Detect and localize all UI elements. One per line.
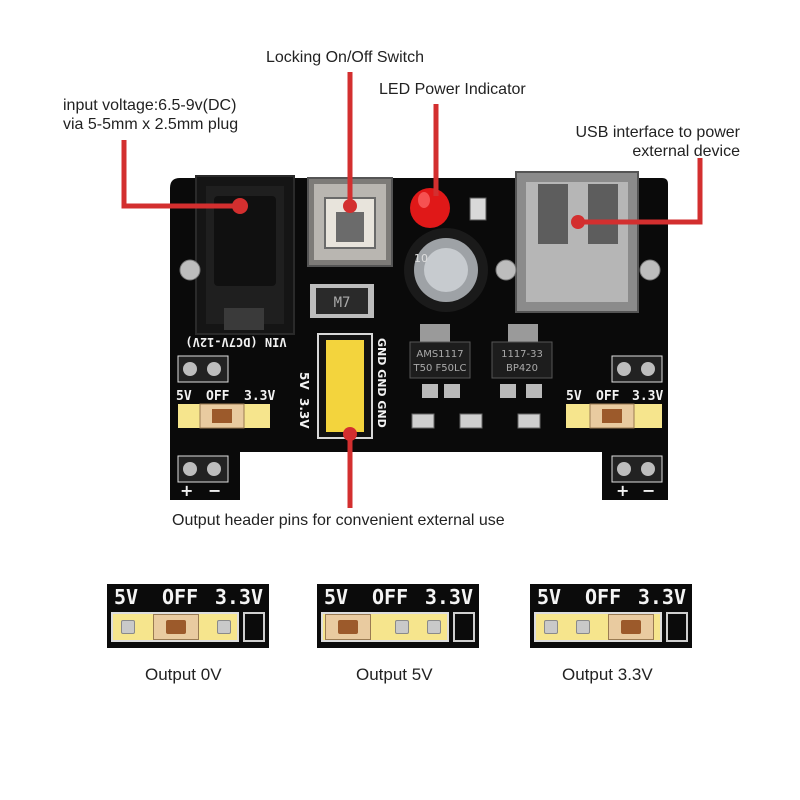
led-power-indicator bbox=[410, 188, 487, 228]
reg2-line2: BP420 bbox=[506, 363, 538, 374]
left-33v: 3.3V bbox=[244, 389, 275, 404]
regulator-ams1117: AMS1117 T50 F50LC bbox=[409, 324, 471, 398]
right-minus: − bbox=[642, 481, 655, 500]
sel0-5v: 5V bbox=[114, 585, 139, 609]
header-5v-label: 5V bbox=[297, 372, 311, 390]
right-off: OFF bbox=[596, 389, 620, 404]
right-rail-selector: 5V OFF 3.3V + − bbox=[566, 355, 663, 500]
right-5v: 5V bbox=[566, 389, 582, 404]
capacitor: 10 bbox=[404, 228, 488, 312]
sel0-33v: 3.3V bbox=[214, 585, 263, 609]
cap-label: 10 bbox=[414, 252, 428, 265]
left-plus: + bbox=[180, 481, 193, 500]
output-header-pins: 5V 3.3V GND GND GND bbox=[297, 333, 388, 439]
caption-output-5v: Output 5V bbox=[356, 665, 433, 684]
sel2-off: OFF bbox=[585, 585, 622, 609]
diode-m7: M7 bbox=[310, 284, 374, 318]
selector-closeup-3v3: 5V OFF 3.3V bbox=[530, 584, 692, 648]
sel1-33v: 3.3V bbox=[424, 585, 473, 609]
right-plus: + bbox=[616, 481, 629, 500]
reg1-line2: T50 F50LC bbox=[412, 363, 466, 374]
sel2-33v: 3.3V bbox=[637, 585, 686, 609]
header-33v-label: 3.3V bbox=[297, 398, 311, 429]
input-voltage-line2: via 5-5mm x 2.5mm plug bbox=[63, 116, 239, 133]
sel0-pins bbox=[111, 612, 239, 642]
input-voltage-callout: input voltage:6.5-9v(DC) via 5-5mm x 2.5… bbox=[63, 96, 238, 134]
caption-output-0v: Output 0V bbox=[145, 665, 222, 684]
sel0-jumper bbox=[153, 614, 199, 640]
right-33v: 3.3V bbox=[632, 389, 663, 404]
switch-callout: Locking On/Off Switch bbox=[266, 49, 424, 66]
usb-line2: external device bbox=[632, 143, 740, 160]
callout-lines bbox=[121, 72, 703, 508]
input-voltage-line1: input voltage:6.5-9v(DC) bbox=[63, 97, 237, 114]
usb-port bbox=[495, 171, 661, 313]
left-rail-selector: 5V OFF 3.3V + − bbox=[176, 355, 275, 500]
sel1-pins bbox=[321, 612, 449, 642]
header-pins-callout: Output header pins for convenient extern… bbox=[172, 512, 505, 529]
diode-label: M7 bbox=[334, 295, 351, 311]
sel1-jumper bbox=[325, 614, 371, 640]
usb-line1: USB interface to power bbox=[575, 124, 740, 141]
sel1-5v: 5V bbox=[324, 585, 349, 609]
selector-closeup-0v: 5V OFF 3.3V bbox=[107, 584, 269, 648]
sel1-off: OFF bbox=[372, 585, 409, 609]
sel2-pins bbox=[534, 612, 662, 642]
led-callout: LED Power Indicator bbox=[379, 81, 526, 98]
reg2-line1: 1117-33 bbox=[501, 349, 543, 360]
header-gnd-label: GND GND GND bbox=[375, 338, 388, 428]
regulator-1117-33: 1117-33 BP420 bbox=[491, 324, 553, 398]
left-minus: − bbox=[208, 481, 221, 500]
vin-label: VIN (DC7V-12V) bbox=[185, 335, 286, 349]
sel0-off: OFF bbox=[162, 585, 199, 609]
dc-jack bbox=[179, 175, 295, 335]
usb-callout: USB interface to power external device bbox=[575, 123, 740, 161]
sel2-5v: 5V bbox=[537, 585, 562, 609]
selector-closeup-5v: 5V OFF 3.3V bbox=[317, 584, 479, 648]
left-5v: 5V bbox=[176, 389, 192, 404]
sel2-jumper bbox=[608, 614, 654, 640]
caption-output-3v3: Output 3.3V bbox=[562, 665, 653, 684]
reg1-line1: AMS1117 bbox=[416, 349, 463, 360]
left-off: OFF bbox=[206, 389, 230, 404]
